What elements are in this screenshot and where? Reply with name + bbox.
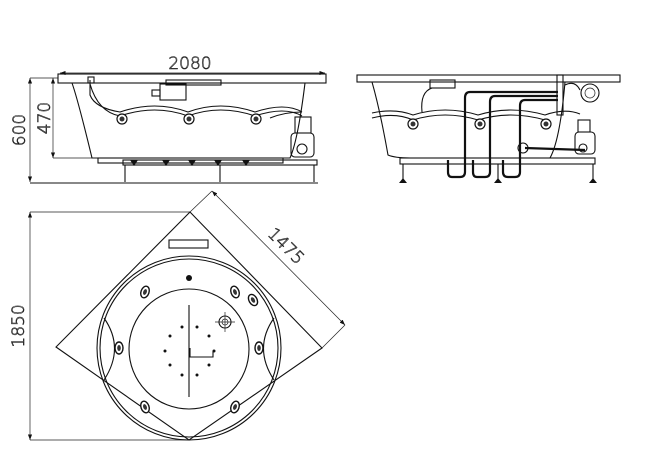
- suction-pipe: [524, 146, 586, 152]
- handle-bracket: [189, 348, 214, 358]
- total-height-dimension-label: 600: [10, 114, 30, 146]
- jet-nozzle: [474, 118, 486, 130]
- pump: [290, 132, 315, 158]
- air-blower: [580, 83, 600, 103]
- valve-fitting: [556, 74, 564, 116]
- plan-depth-dimension-label: 1850: [9, 304, 29, 347]
- plan-view: 1850 1475: [9, 190, 346, 441]
- pump-motor: [578, 143, 588, 153]
- air-pipe: [501, 98, 558, 179]
- support-frame: [399, 157, 596, 165]
- jet-nozzle: [245, 292, 261, 308]
- blower-pipe: [564, 82, 581, 91]
- jet-pipe: [89, 80, 303, 113]
- jet-nozzle: [407, 118, 419, 130]
- front-elevation-view: 2080 600 470: [10, 54, 327, 184]
- control-box: [429, 79, 456, 89]
- jet-nozzle: [138, 284, 152, 300]
- jet-nozzle: [254, 341, 264, 355]
- control-panel: [165, 79, 222, 86]
- side-elevation-view: [356, 74, 621, 183]
- control-panel: [168, 239, 209, 249]
- jet-nozzle: [116, 113, 128, 125]
- support-legs: [399, 164, 597, 183]
- pump-pipe: [269, 111, 303, 119]
- jet-pipe-inner: [371, 114, 546, 121]
- armrest-right: [263, 317, 275, 381]
- support-legs: [124, 160, 315, 182]
- overflow-drain-icon: [215, 312, 235, 332]
- jet-nozzle: [540, 118, 552, 130]
- outer-basin: [96, 255, 282, 441]
- jet-nozzle: [228, 284, 242, 300]
- inner-seat: [128, 288, 250, 410]
- jet-nozzle: [250, 113, 262, 125]
- jet-nozzle: [228, 399, 242, 415]
- length-dimension-label: 2080: [168, 54, 211, 74]
- air-pipe: [446, 90, 558, 179]
- pump-motor: [296, 143, 308, 155]
- extension-line: [189, 190, 213, 213]
- suction-fitting: [517, 142, 529, 154]
- tub-height-dimension-label: 470: [35, 102, 55, 134]
- air-jets: [163, 325, 216, 377]
- control-box: [159, 83, 187, 101]
- tub-rim: [57, 73, 327, 84]
- basin-lip: [99, 258, 279, 438]
- tub-rim: [356, 74, 621, 83]
- tub-body: [371, 81, 566, 159]
- armrest-left: [103, 317, 115, 381]
- control-cable: [421, 87, 433, 113]
- air-pipe: [471, 94, 558, 179]
- extension-line: [321, 324, 346, 349]
- side-length-dimension-line: [211, 190, 346, 326]
- air-blower-inner: [584, 87, 596, 99]
- connector: [151, 89, 161, 97]
- inlet-fitting: [87, 76, 95, 84]
- pump-connector: [577, 119, 591, 133]
- drain-icon: [186, 275, 192, 281]
- jet-nozzle: [114, 341, 124, 355]
- jet-nozzle: [183, 113, 195, 125]
- pump: [574, 131, 596, 155]
- side-length-dimension-label: 1475: [263, 224, 308, 269]
- jet-pipe: [371, 109, 581, 116]
